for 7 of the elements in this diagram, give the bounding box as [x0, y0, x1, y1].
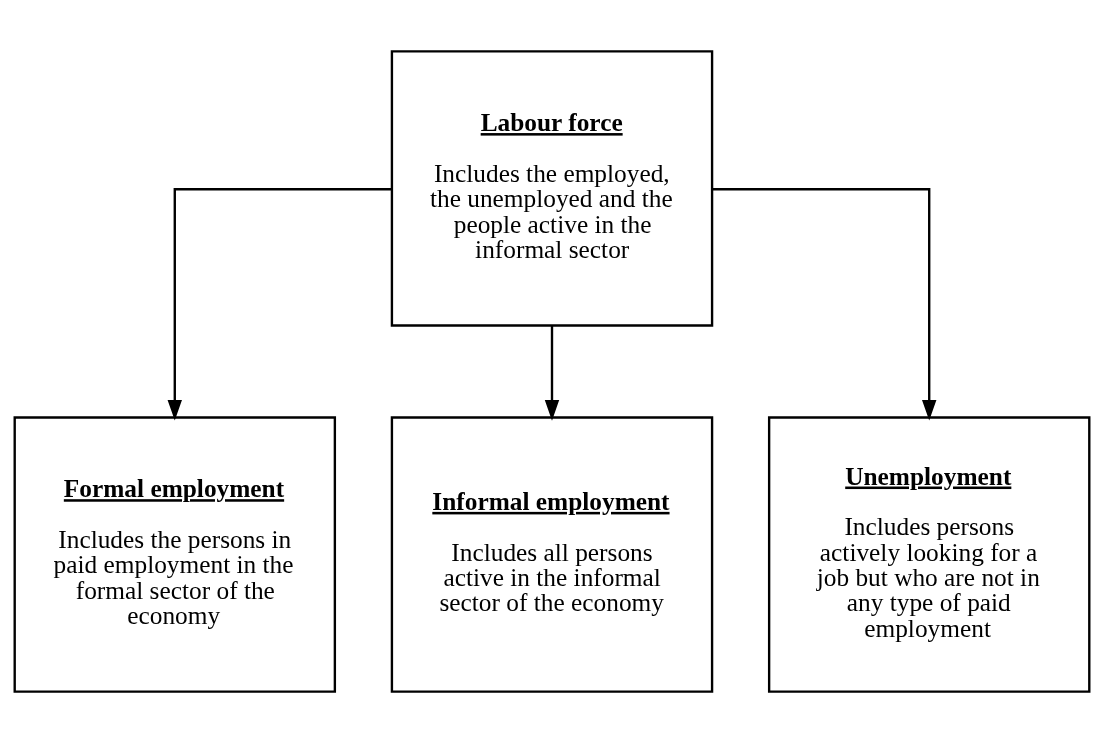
arrow	[167, 187, 392, 421]
arrow	[712, 187, 937, 421]
node-box: Formal employment Includes the persons in paid employment in the formal sector of the economy	[13, 415, 337, 693]
arrow	[544, 325, 560, 421]
node-box: Labour force Includes the employed, the unemployed and the people active in the informal sector	[390, 49, 714, 327]
node-box: Informal employment Includes all persons active in the informal sector of the economy	[390, 415, 714, 693]
node-box: Unemployment Includes persons actively looking for a job but who are not in any type of paid employment	[767, 415, 1091, 693]
